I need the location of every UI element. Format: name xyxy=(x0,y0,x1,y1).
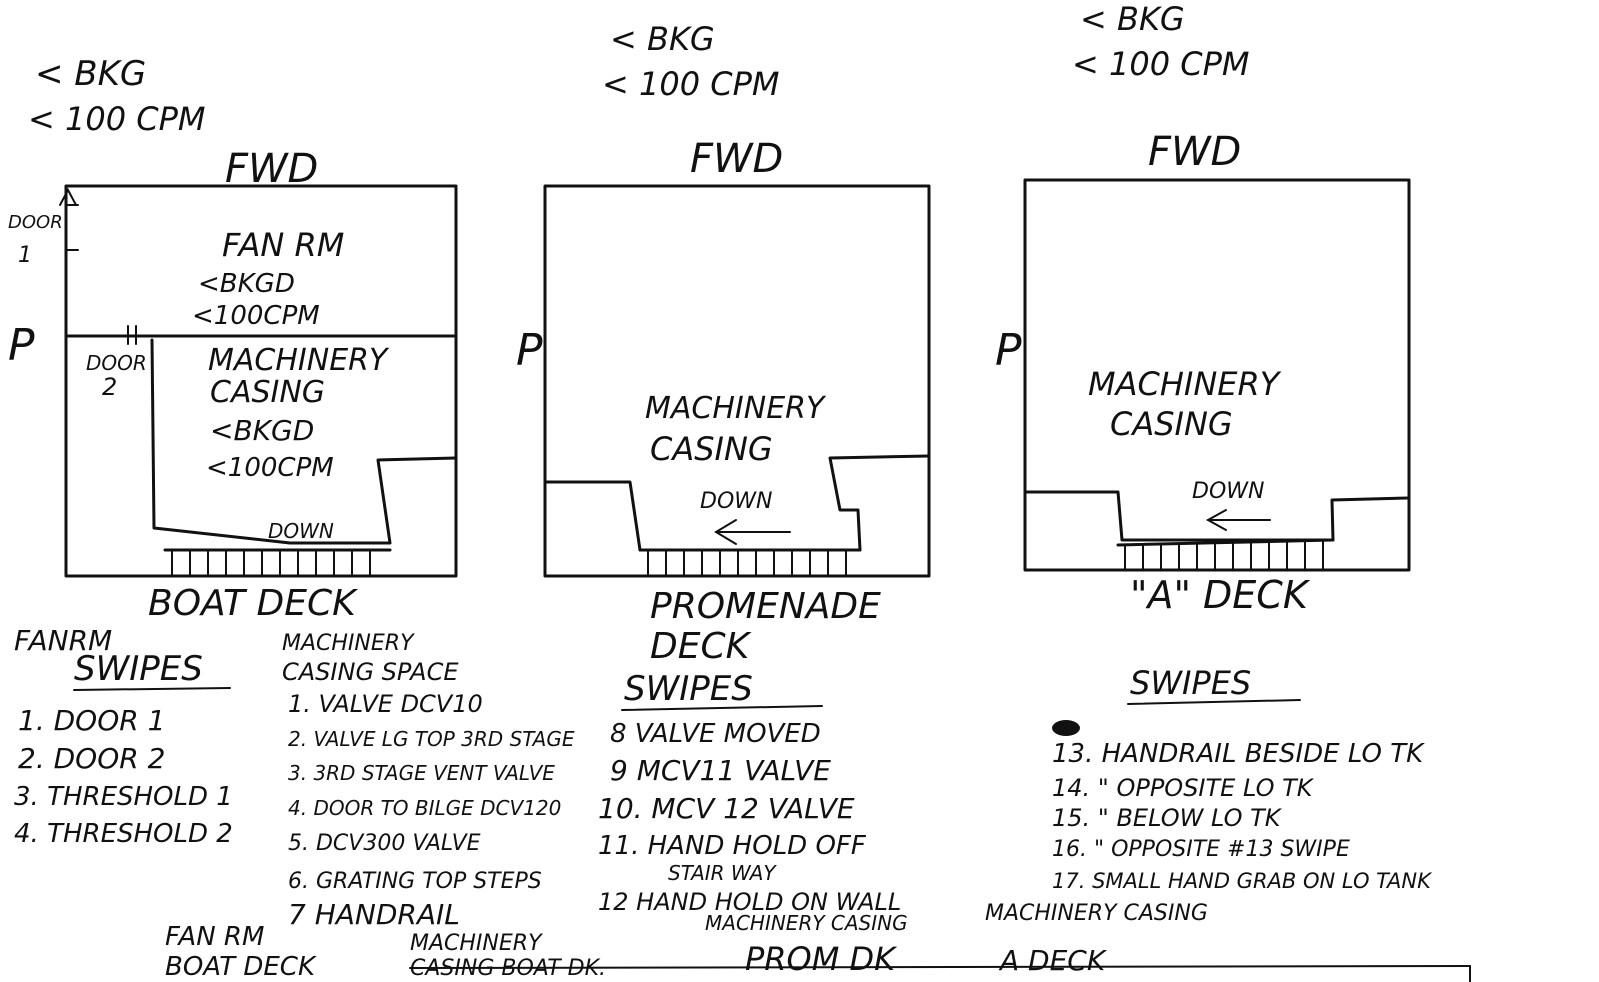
down-label: DOWN xyxy=(268,519,334,543)
door2-number: 2 xyxy=(102,373,117,401)
list-item: 4. DOOR TO BILGE DCV120 xyxy=(288,796,561,820)
deck-label: "A" DECK xyxy=(1130,573,1311,617)
list-item: 12 HAND HOLD ON WALL xyxy=(598,888,901,916)
casing-label: MACHINERY xyxy=(1088,365,1282,403)
casing-label: CASING xyxy=(1110,405,1233,443)
list-item: 1. VALVE DCV10 xyxy=(288,690,483,718)
list-item: 3. THRESHOLD 1 xyxy=(14,782,233,812)
note-bkg: < BKG xyxy=(610,20,715,58)
top-note-left: < BKG < 100 CPM xyxy=(28,54,205,138)
casing-outline xyxy=(150,338,458,545)
port-side-label: P xyxy=(995,325,1022,376)
fwd-label: FWD xyxy=(690,136,783,182)
deck-label: PROMENADE xyxy=(650,586,881,627)
list-heading: MACHINERY xyxy=(282,631,415,656)
list-item: 10. MCV 12 VALVE xyxy=(598,792,855,825)
list-item: 14. " OPPOSITE LO TK xyxy=(1052,774,1315,802)
top-note-right: < BKG < 100 CPM xyxy=(1072,0,1249,83)
down-label: DOWN xyxy=(700,489,772,514)
fan-room-cpm: <100CPM xyxy=(192,301,320,331)
list-heading: SWIPES xyxy=(624,669,753,709)
swipes-fan-room: FANRM SWIPES 1. DOOR 1 2. DOOR 2 3. THRE… xyxy=(14,624,233,849)
list-heading: SWIPES xyxy=(74,649,203,689)
list-item: 3. 3RD STAGE VENT VALVE xyxy=(288,761,555,785)
casing-label: MACHINERY xyxy=(208,343,390,378)
top-note-middle: < BKG < 100 CPM xyxy=(602,20,779,103)
list-item: 15. " BELOW LO TK xyxy=(1052,804,1283,832)
note-cpm: < 100 CPM xyxy=(602,65,779,103)
down-arrow xyxy=(714,519,791,545)
list-item: 2. DOOR 2 xyxy=(18,742,165,775)
casing-outline xyxy=(543,454,931,552)
panel-boat-deck: FWD DOOR 1 DOOR 2 P FAN RM <BKGD <100CPM… xyxy=(8,146,458,624)
swipes-a-deck: SWIPES 13. HANDRAIL BESIDE LO TK 14. " O… xyxy=(1052,664,1433,893)
list-item: 7 HANDRAIL xyxy=(288,898,460,931)
panel-a-deck: FWD P MACHINERY CASING DOWN "A" DECK xyxy=(995,129,1411,617)
table-header: MACHINERY CASING xyxy=(705,911,908,935)
scribble-mark xyxy=(1052,720,1080,736)
list-item: 4. THRESHOLD 2 xyxy=(14,819,233,849)
note-bkg: < BKG xyxy=(1080,0,1185,38)
bottom-table-headers: FAN RM BOAT DECK MACHINERY CASING BOAT D… xyxy=(165,901,1471,982)
list-item: 16. " OPPOSITE #13 SWIPE xyxy=(1052,837,1350,862)
table-header: MACHINERY xyxy=(410,931,543,956)
list-item: STAIR WAY xyxy=(668,861,777,885)
heading-underline xyxy=(73,687,231,691)
fwd-label: FWD xyxy=(1148,129,1241,175)
fan-room-label: FAN RM xyxy=(222,226,344,264)
list-item: 17. SMALL HAND GRAB ON LO TANK xyxy=(1052,869,1433,893)
note-cpm: < 100 CPM xyxy=(1072,45,1249,83)
note-cpm: < 100 CPM xyxy=(28,100,205,138)
table-header: A DECK xyxy=(998,944,1108,977)
casing-label: MACHINERY xyxy=(645,391,827,426)
fan-room-bkg: <BKGD xyxy=(198,269,295,299)
deck-label: DECK xyxy=(650,626,752,667)
stairs-treads xyxy=(638,548,862,577)
down-label: DOWN xyxy=(1192,479,1264,504)
port-side-label: P xyxy=(516,325,543,376)
door1-label: DOOR xyxy=(8,212,63,233)
heading-underline xyxy=(1127,699,1301,705)
stairs-treads xyxy=(1116,538,1335,571)
list-heading: FANRM xyxy=(14,624,112,657)
stairs-treads xyxy=(171,549,371,577)
fwd-label: FWD xyxy=(225,146,318,192)
note-bkg: < BKG xyxy=(35,54,146,94)
list-heading: SWIPES xyxy=(1130,664,1251,702)
table-header: FAN RM xyxy=(165,922,264,952)
table-top-border xyxy=(409,965,1471,969)
panel-promenade-deck: FWD P MACHINERY CASING DOWN PROMENADE DE… xyxy=(516,136,931,667)
list-item: 13. HANDRAIL BESIDE LO TK xyxy=(1052,739,1425,769)
door1-number: 1 xyxy=(18,243,32,268)
port-side-label: P xyxy=(8,320,35,371)
table-header: PROM DK xyxy=(745,940,898,978)
list-item: 1. DOOR 1 xyxy=(18,704,165,737)
door2-label: DOOR xyxy=(86,351,147,375)
deck-label: BOAT DECK xyxy=(148,583,358,624)
casing-label: CASING xyxy=(210,375,325,410)
casing-bkg: <BKGD xyxy=(210,414,314,447)
casing-cpm: <100CPM xyxy=(206,453,334,483)
list-item: 2. VALVE LG TOP 3RD STAGE xyxy=(288,727,575,751)
table-header: MACHINERY CASING xyxy=(985,901,1208,926)
heading-underline xyxy=(621,705,823,711)
casing-label: CASING xyxy=(650,430,773,468)
list-item: 6. GRATING TOP STEPS xyxy=(288,869,542,894)
door1-arrow xyxy=(59,187,77,206)
list-item: 9 MCV11 VALVE xyxy=(610,754,831,787)
down-arrow xyxy=(1205,509,1271,531)
swipes-promenade-deck: SWIPES 8 VALVE MOVED 9 MCV11 VALVE 10. M… xyxy=(598,669,901,916)
list-item: 11. HAND HOLD OFF xyxy=(598,831,867,861)
table-header: BOAT DECK xyxy=(165,952,317,982)
deck-outline xyxy=(543,184,931,578)
swipes-machinery-boat-deck: MACHINERY CASING SPACE 1. VALVE DCV10 2.… xyxy=(282,631,575,931)
list-heading: CASING SPACE xyxy=(282,658,459,686)
deck-outline xyxy=(1023,178,1411,572)
list-item: 5. DCV300 VALVE xyxy=(288,831,481,856)
casing-outline xyxy=(1023,490,1411,542)
list-item: 8 VALVE MOVED xyxy=(610,719,821,749)
